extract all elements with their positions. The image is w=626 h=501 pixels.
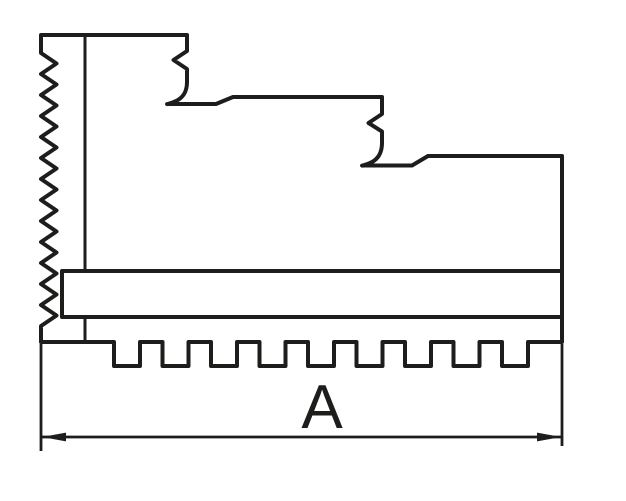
dimension-arrow-left-icon [42,432,66,442]
guide-slot-band [60,269,564,319]
jaw-profile-outline [39,33,564,368]
dimension-label: A [301,373,343,442]
dimension-A: A [39,344,564,451]
jaw-profile [39,33,564,368]
dimension-arrow-right-icon [537,432,561,442]
